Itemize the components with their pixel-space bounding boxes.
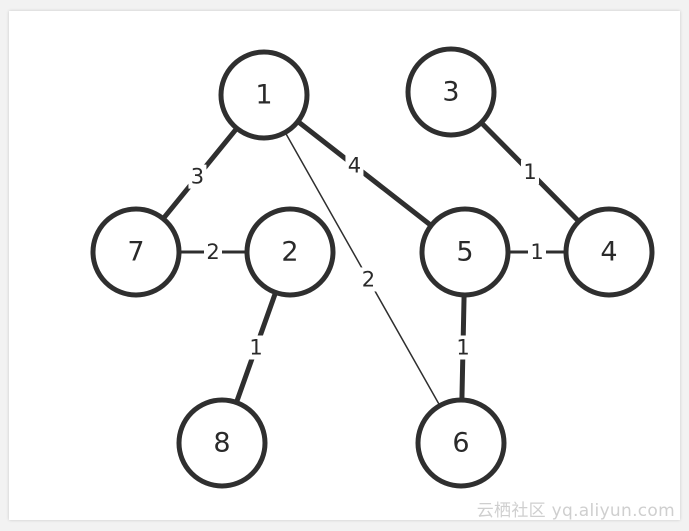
node-label-6: 6 xyxy=(452,428,469,459)
edge-1-5 xyxy=(295,118,434,229)
node-circle xyxy=(90,206,182,298)
edge-weight-background xyxy=(359,267,378,292)
node-5: 5 xyxy=(419,206,511,298)
node-label-3: 3 xyxy=(442,77,459,108)
node-label-7: 7 xyxy=(127,237,144,268)
node-4: 4 xyxy=(563,206,655,298)
node-1: 1 xyxy=(218,49,310,141)
edge-weight-background xyxy=(247,335,265,360)
node-label-1: 1 xyxy=(255,80,272,111)
edge-weight-2-8: 1 xyxy=(249,336,262,360)
edge-weight-background xyxy=(345,153,364,178)
node-label-8: 8 xyxy=(213,428,230,459)
edge-weight-5-4: 1 xyxy=(530,240,543,264)
node-2: 2 xyxy=(244,206,336,298)
edge-weight-7-2: 2 xyxy=(206,240,219,264)
node-label-2: 2 xyxy=(281,237,298,268)
node-label-5: 5 xyxy=(456,237,473,268)
edge-weight-3-4: 1 xyxy=(523,160,536,184)
edge-weight-1-6: 2 xyxy=(362,267,375,291)
nodes-layer: 1 2 3 4 5 6 7 8 xyxy=(90,46,655,489)
node-circle xyxy=(415,397,507,489)
node-8: 8 xyxy=(176,397,268,489)
watermark-text: 云栖社区 yq.aliyun.com xyxy=(476,501,675,521)
edge-weight-background xyxy=(204,240,222,264)
node-3: 3 xyxy=(405,46,497,138)
edge-weight-background xyxy=(528,240,546,264)
edges-layer xyxy=(160,118,582,407)
edge-weight-background xyxy=(454,335,472,360)
weights-layer: 3 4 2 1 2 1 1 1 xyxy=(188,153,546,360)
node-circle xyxy=(218,49,310,141)
edge-weight-5-6: 1 xyxy=(456,336,469,360)
edge-weight-background xyxy=(188,164,207,189)
edge-weight-background xyxy=(521,160,539,184)
node-circle xyxy=(419,206,511,298)
node-circle xyxy=(563,206,655,298)
node-circle xyxy=(405,46,497,138)
node-circle xyxy=(176,397,268,489)
node-label-4: 4 xyxy=(600,237,617,268)
edge-weight-1-5: 4 xyxy=(348,154,361,178)
node-6: 6 xyxy=(415,397,507,489)
node-circle xyxy=(244,206,336,298)
node-7: 7 xyxy=(90,206,182,298)
edge-weight-1-7: 3 xyxy=(191,165,204,189)
